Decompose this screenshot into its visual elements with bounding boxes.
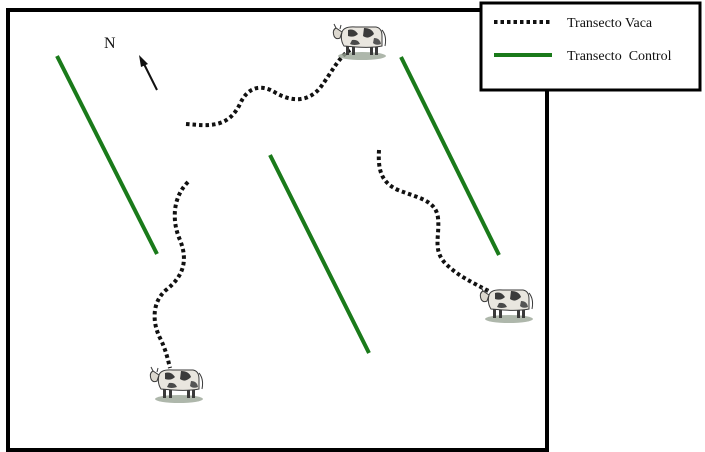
north-arrow-icon — [139, 55, 157, 90]
cow-icon — [150, 367, 203, 403]
legend-label-control-transect: Transecto Control — [567, 49, 672, 64]
legend-label-cow-transect: Transecto Vaca — [567, 16, 653, 31]
cow-transect-3 — [379, 150, 490, 292]
control-transect-1 — [57, 56, 157, 254]
north-label: N — [104, 35, 116, 52]
legend: Transecto Vaca Transecto Control — [481, 3, 700, 90]
cow-transect-1 — [186, 50, 350, 125]
cow-transect-2 — [155, 182, 188, 368]
cow-icon — [333, 24, 386, 60]
control-transect-2 — [270, 155, 369, 353]
field-frame — [8, 10, 547, 450]
cow-icon — [480, 287, 533, 323]
